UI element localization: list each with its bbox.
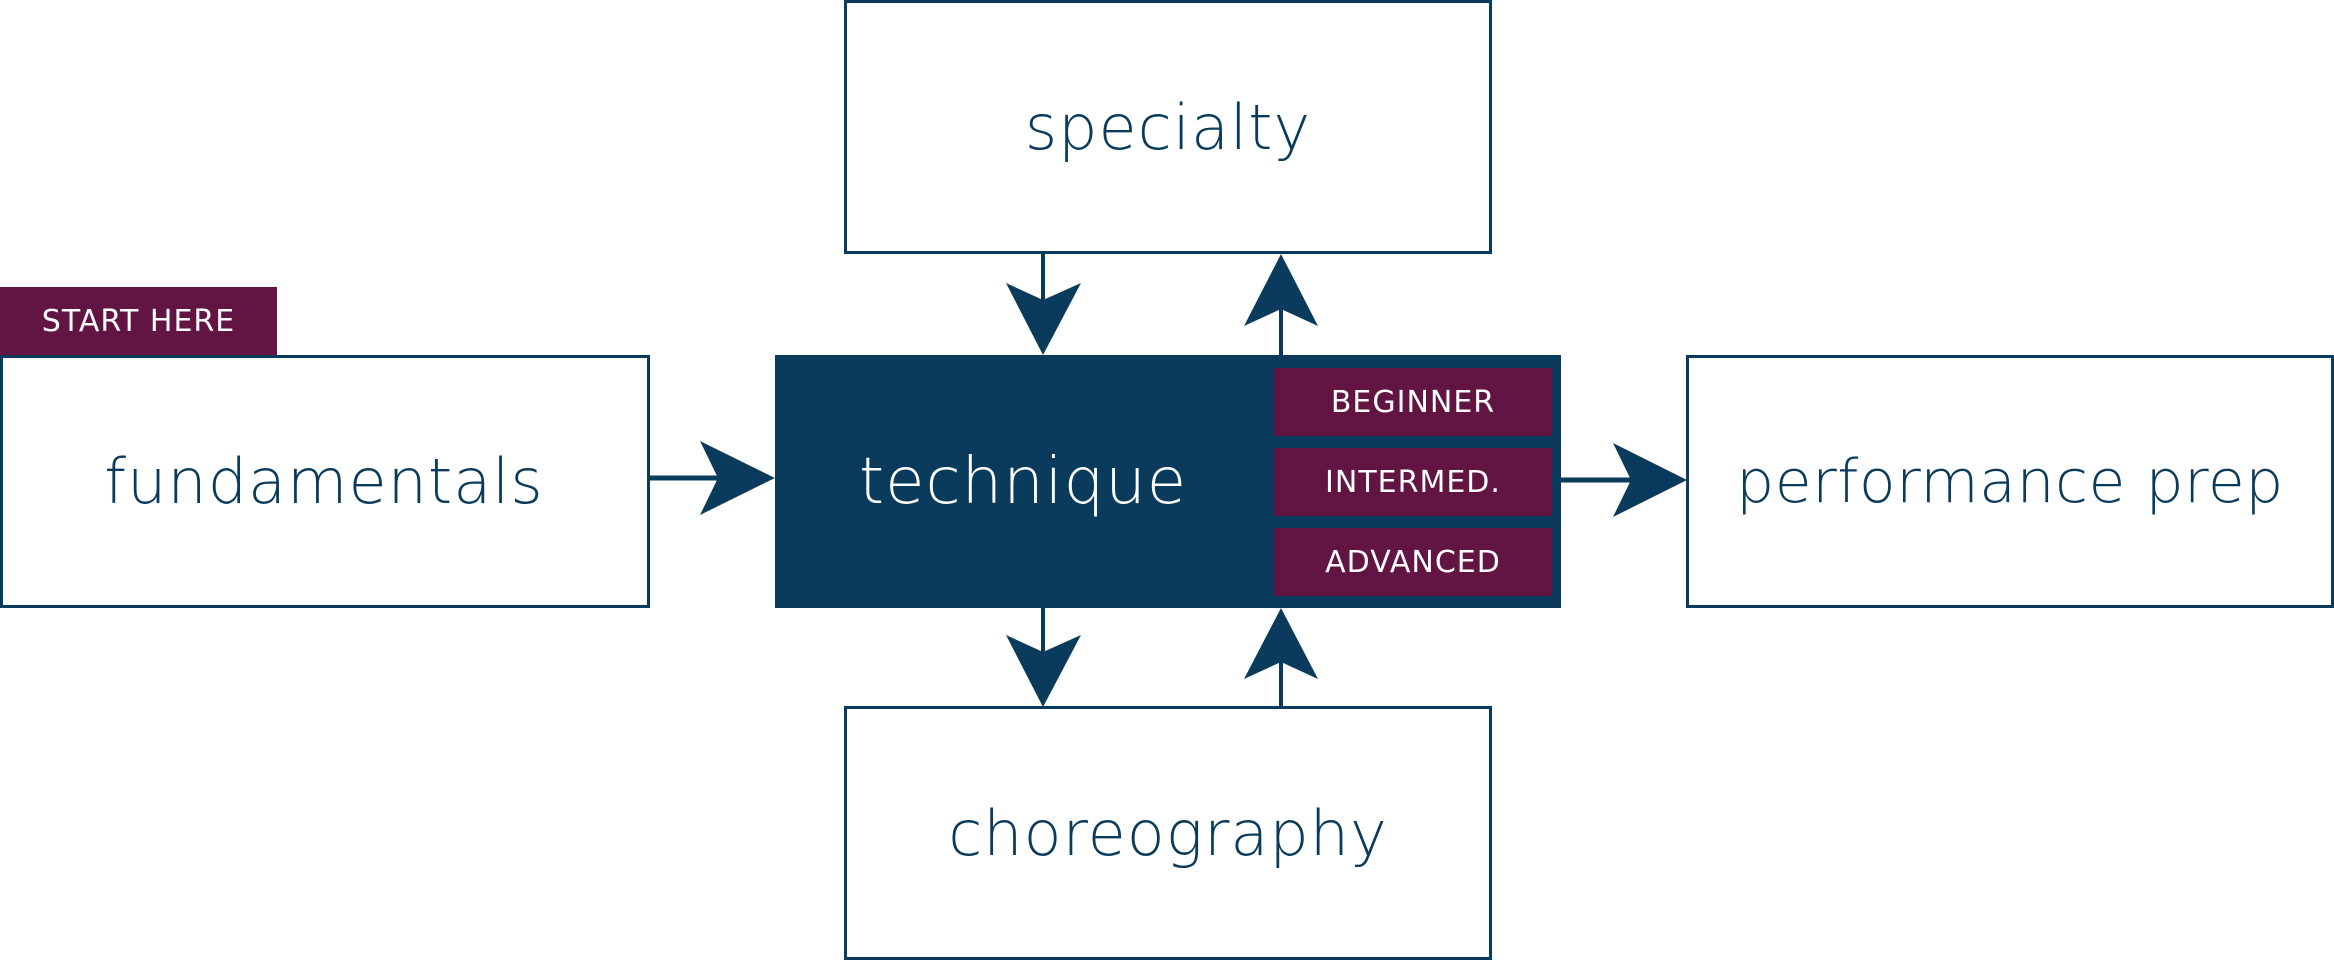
start-here-tag: START HERE [0, 287, 277, 356]
arrow-specialty-to-technique [1006, 254, 1081, 355]
level-badge-advanced[interactable]: ADVANCED [1274, 528, 1552, 596]
node-performance-prep-label: performance prep [1736, 446, 2284, 517]
arrow-technique-to-specialty [1244, 254, 1318, 355]
level-badge-beginner[interactable]: BEGINNER [1274, 368, 1552, 436]
node-fundamentals-label: fundamentals [104, 445, 544, 518]
node-fundamentals[interactable]: fundamentals [0, 355, 650, 608]
node-performance-prep[interactable]: performance prep [1686, 355, 2334, 608]
node-technique[interactable]: technique BEGINNER INTERMED. ADVANCED [775, 355, 1561, 608]
node-choreography[interactable]: choreography [844, 706, 1492, 960]
arrow-technique-to-performance [1561, 443, 1687, 517]
node-specialty-label: specialty [1024, 90, 1312, 164]
arrow-technique-to-choreography [1006, 608, 1081, 707]
node-specialty[interactable]: specialty [844, 0, 1492, 254]
level-badge-intermediate[interactable]: INTERMED. [1274, 448, 1552, 516]
arrow-choreography-to-technique [1244, 608, 1318, 706]
node-choreography-label: choreography [948, 796, 1388, 870]
arrow-fundamentals-to-technique [650, 441, 775, 515]
node-technique-label: technique [859, 444, 1188, 519]
